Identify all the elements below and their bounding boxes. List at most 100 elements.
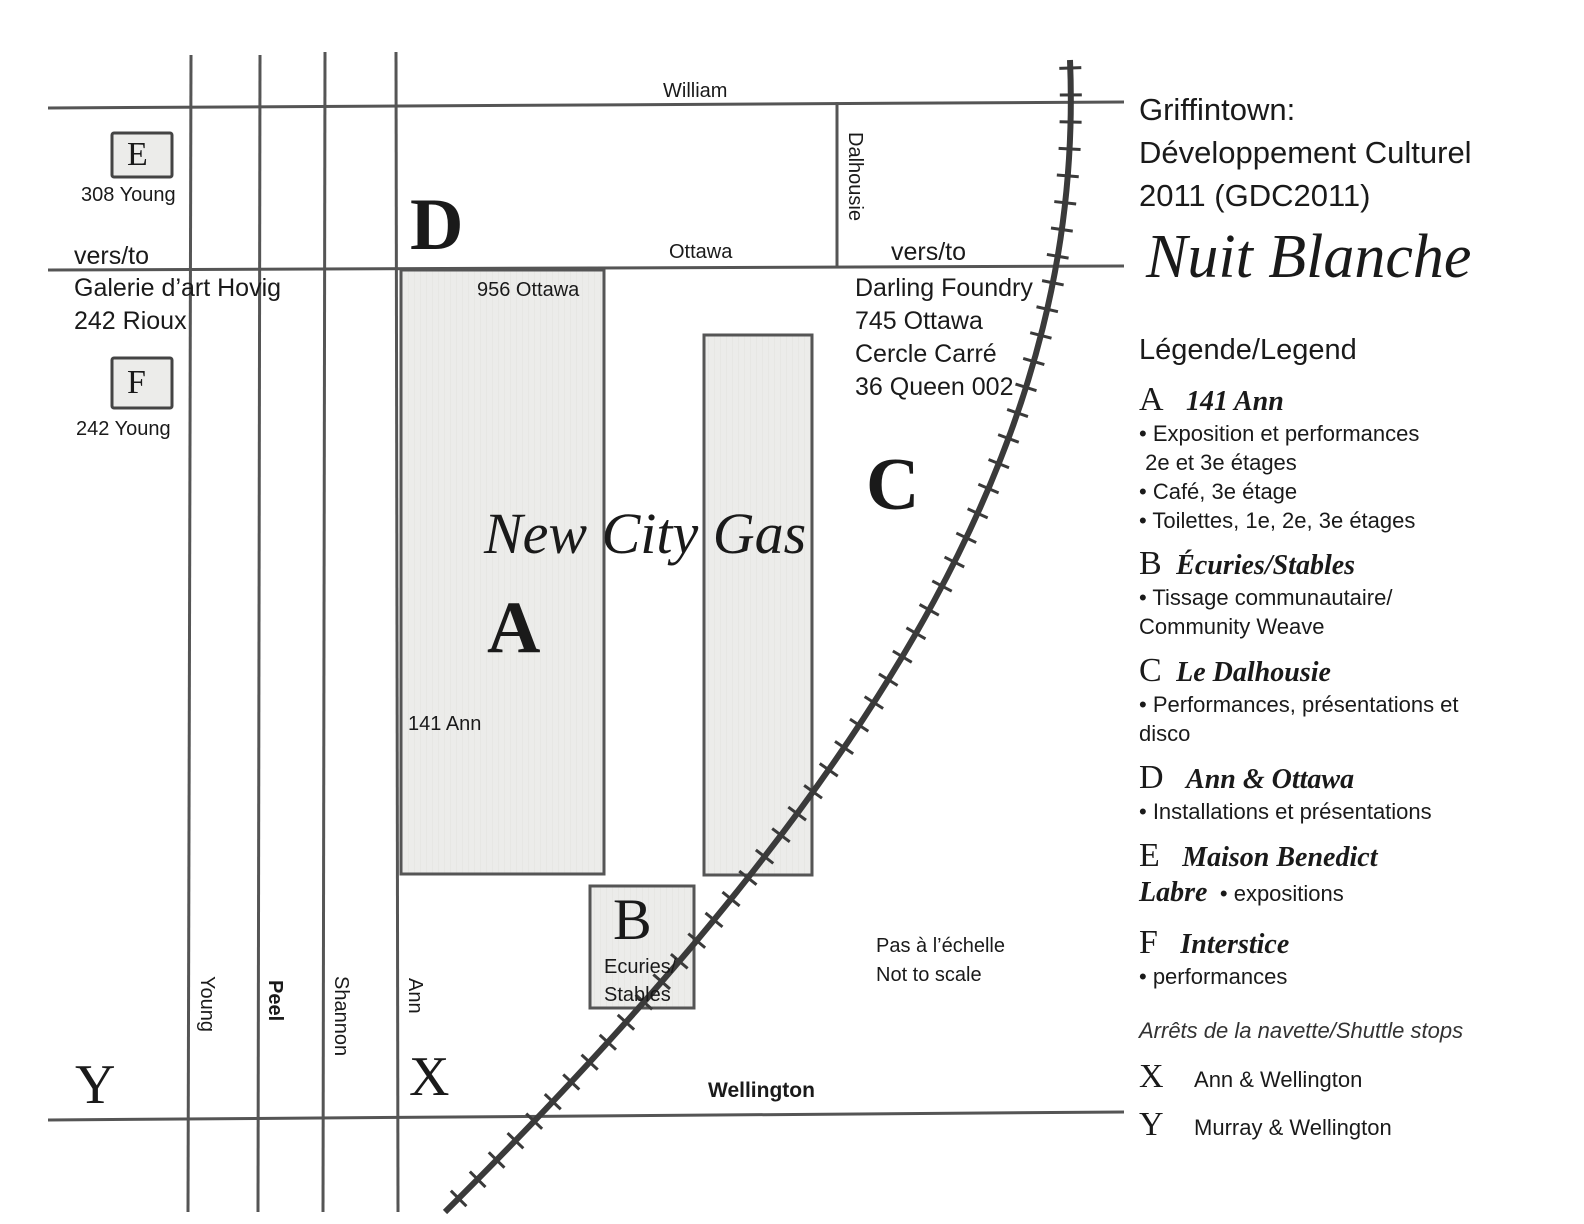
- label-745-ottawa: 745 Ottawa: [855, 307, 983, 335]
- legend-letter: F: [1139, 924, 1158, 961]
- shuttle-name: Ann & Wellington: [1194, 1067, 1363, 1092]
- building-141-ann: [399, 268, 606, 876]
- legend-title-line-2: Développement Culturel: [1139, 135, 1472, 170]
- railway-tie: [1054, 200, 1077, 206]
- street-peel-line: [256, 54, 262, 1213]
- shuttle-letter: X: [1139, 1058, 1164, 1095]
- label-stables: Stables: [604, 984, 671, 1006]
- label-not-to-scale: Not to scale: [876, 964, 982, 986]
- label-pas-a-lechelle: Pas à l’échelle: [876, 935, 1005, 957]
- street-william-line: [47, 100, 1125, 110]
- railway-tie: [892, 649, 913, 664]
- legend-desc: disco: [1139, 721, 1191, 746]
- legend-letter: C: [1139, 652, 1162, 689]
- railway-tie: [669, 952, 689, 970]
- building-new-city-gas-east: [702, 333, 814, 877]
- street-wellington-line: [47, 1110, 1125, 1122]
- railway-tie: [771, 827, 791, 844]
- legend-name: 141 Ann: [1186, 386, 1284, 417]
- street-label-ann: Ann: [404, 978, 426, 1014]
- legend-item-d: D Ann & Ottawa • Installations et présen…: [1139, 759, 1579, 826]
- street-young-line-1: [186, 54, 193, 1213]
- legend-desc: • Toilettes, 1e, 2e, 3e étages: [1139, 508, 1416, 533]
- label-956-ottawa: 956 Ottawa: [477, 279, 580, 301]
- railway-tie: [543, 1093, 562, 1111]
- marker-e-box: [110, 131, 174, 179]
- marker-c: C: [866, 444, 920, 526]
- railway-tie: [506, 1131, 525, 1150]
- railway-tie: [1059, 120, 1082, 124]
- label-141-ann: 141 Ann: [408, 713, 482, 735]
- railway-tie: [931, 579, 953, 593]
- railway-tie: [997, 433, 1020, 444]
- railway-tie: [598, 1033, 617, 1051]
- shuttle-name: Murray & Wellington: [1194, 1115, 1392, 1140]
- label-308-young: 308 Young: [81, 184, 176, 206]
- legend-name: Interstice: [1180, 929, 1290, 960]
- railway-tie: [1059, 66, 1082, 70]
- railway-tie: [987, 458, 1010, 470]
- railway-tie: [977, 482, 1000, 495]
- legend-desc: • expositions: [1219, 881, 1344, 906]
- legend-item-f: F Interstice • performances: [1139, 924, 1579, 991]
- railway-tie: [1050, 226, 1073, 233]
- shuttle-heading: Arrêts de la navette/Shuttle stops: [1139, 1018, 1464, 1043]
- legend-title-line-3: 2011 (GDC2011): [1139, 178, 1371, 213]
- railway-tie: [955, 531, 977, 544]
- railway-tie: [1058, 146, 1081, 152]
- railway-tie: [468, 1170, 487, 1189]
- railway-tie: [616, 1013, 636, 1031]
- legend-item-a: A 141 Ann • Exposition et performances 2…: [1139, 381, 1579, 535]
- railway-tie: [1036, 305, 1059, 314]
- legend-name-cont: Labre: [1139, 877, 1208, 908]
- railway-tie: [918, 603, 940, 617]
- legend-item-b: B Écuries/Stables • Tissage communautair…: [1139, 545, 1579, 641]
- label-vers-to-left: vers/to: [74, 242, 150, 270]
- marker-f-box: [110, 356, 174, 410]
- legend-item-c: C Le Dalhousie • Performances, présentat…: [1139, 652, 1579, 748]
- railway-tie: [562, 1073, 581, 1091]
- street-label-young: Young: [196, 976, 218, 1032]
- legend-desc: • Performances, présentations et: [1139, 692, 1459, 717]
- street-label-peel: Peel: [264, 980, 286, 1022]
- street-label-shannon: Shannon: [330, 976, 352, 1057]
- label-242-young: 242 Young: [76, 418, 171, 440]
- legend-desc: • Installations et présentations: [1139, 799, 1432, 824]
- railway-tie: [1022, 357, 1045, 366]
- railway-tie: [1041, 279, 1064, 287]
- railway-tie: [580, 1053, 599, 1071]
- legend-desc: • performances: [1139, 964, 1288, 989]
- railway-track: [442, 59, 1074, 1215]
- railway-tie: [966, 507, 989, 520]
- street-label-dalhousie: Dalhousie: [844, 132, 866, 221]
- railway-tie: [449, 1189, 468, 1208]
- label-36-queen: 36 Queen 002: [855, 373, 1014, 401]
- street-label-wellington: Wellington: [708, 1079, 815, 1102]
- railway-tie: [704, 911, 724, 929]
- railway-tie: [1029, 331, 1052, 340]
- railway-tie: [863, 695, 884, 710]
- label-ecuries: Ecuries/: [604, 956, 677, 978]
- street-ann-line: [394, 51, 400, 1213]
- railway-tie: [878, 672, 899, 687]
- railway-tie: [1046, 252, 1069, 260]
- legend-letter: A: [1139, 381, 1164, 418]
- legend-name: Maison Benedict: [1182, 842, 1378, 873]
- label-galerie-hovig: Galerie d’art Hovig: [74, 274, 282, 302]
- railway-ties: [449, 66, 1082, 1208]
- street-label-ottawa: Ottawa: [669, 241, 733, 263]
- marker-b: B: [613, 887, 652, 952]
- shuttle-stop-x: X Ann & Wellington: [1139, 1058, 1362, 1096]
- marker-f: F: [127, 364, 146, 401]
- label-darling-foundry: Darling Foundry: [855, 274, 1033, 302]
- legend-desc: Community Weave: [1139, 614, 1325, 639]
- railway-tie: [687, 932, 707, 949]
- railway-tie: [1015, 382, 1037, 393]
- legend-desc: • Tissage communautaire/: [1139, 585, 1393, 610]
- railway-tie: [803, 784, 823, 800]
- marker-d: D: [410, 184, 464, 266]
- marker-a: A: [487, 587, 541, 669]
- railway-tie: [487, 1151, 506, 1169]
- label-vers-to-right: vers/to: [891, 238, 967, 266]
